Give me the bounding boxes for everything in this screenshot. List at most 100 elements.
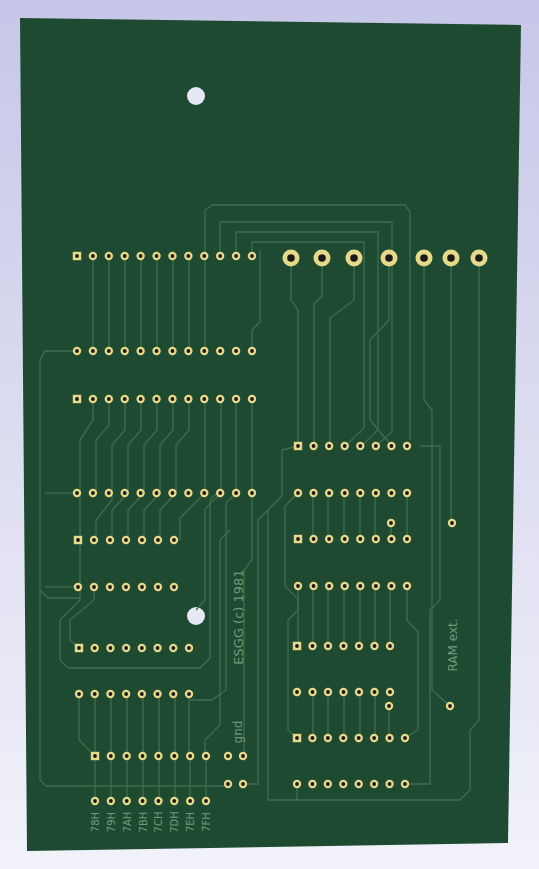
drill-hole — [358, 537, 362, 541]
solder-pad — [346, 250, 363, 267]
solder-pad — [372, 442, 380, 450]
mounting-hole — [187, 87, 205, 105]
solder-pad — [200, 252, 208, 260]
solder-pad — [202, 752, 210, 760]
solder-pad — [121, 347, 129, 355]
solder-pad — [168, 252, 176, 260]
solder-pad — [387, 442, 395, 450]
drill-hole — [387, 704, 391, 708]
drill-hole — [93, 692, 97, 696]
drill-hole — [388, 782, 392, 786]
solder-pad — [387, 535, 395, 543]
solder-pad — [403, 442, 411, 450]
solder-pad — [153, 644, 161, 652]
solder-pad — [309, 535, 317, 543]
solder-pad — [248, 252, 256, 260]
solder-pad — [356, 582, 364, 590]
solder-pad — [136, 347, 144, 355]
drill-hole — [218, 397, 222, 401]
drill-hole — [403, 736, 407, 740]
solder-pad — [106, 690, 114, 698]
drill-hole — [403, 782, 407, 786]
solder-pad — [370, 734, 378, 742]
drill-hole — [155, 491, 159, 495]
drill-hole — [234, 397, 238, 401]
solder-pad — [324, 734, 332, 742]
solder-pad — [401, 734, 409, 742]
drill-hole — [93, 754, 97, 758]
drill-hole — [343, 491, 347, 495]
solder-pad — [372, 582, 380, 590]
solder-pad — [387, 489, 395, 497]
drill-hole — [241, 782, 245, 786]
solder-pad — [381, 250, 398, 267]
solder-pad — [107, 797, 115, 805]
solder-pad — [309, 582, 317, 590]
solder-pad — [184, 252, 192, 260]
solder-pad — [339, 734, 347, 742]
solder-pad — [232, 395, 240, 403]
solder-pad — [248, 489, 256, 497]
drill-hole — [139, 397, 143, 401]
drill-hole — [296, 491, 300, 495]
solder-pad — [170, 752, 178, 760]
solder-pad — [168, 347, 176, 355]
solder-pad — [308, 734, 316, 742]
solder-pad — [387, 582, 395, 590]
drill-hole — [326, 644, 330, 648]
drill-hole — [326, 782, 330, 786]
drill-hole — [312, 491, 316, 495]
drill-hole — [155, 349, 159, 353]
solder-pad — [105, 395, 113, 403]
drill-hole — [123, 491, 127, 495]
solder-pad — [105, 252, 113, 260]
drill-hole — [342, 690, 346, 694]
solder-pad — [202, 797, 210, 805]
solder-pad — [293, 642, 301, 650]
drill-hole — [109, 692, 113, 696]
drill-hole — [405, 537, 409, 541]
drill-hole — [139, 254, 143, 258]
solder-pad — [123, 797, 131, 805]
solder-pad — [341, 535, 349, 543]
drill-hole — [124, 692, 128, 696]
solder-pad — [105, 489, 113, 497]
drill-hole — [109, 646, 113, 650]
drill-hole — [108, 585, 112, 589]
drill-hole — [405, 584, 409, 588]
drill-hole — [358, 444, 362, 448]
drill-hole — [91, 349, 95, 353]
solder-pad — [308, 642, 316, 650]
drill-hole — [124, 585, 128, 589]
solder-pad — [385, 702, 393, 710]
drill-hole — [357, 644, 361, 648]
drill-hole — [204, 754, 208, 758]
drill-hole — [92, 585, 96, 589]
solder-pad — [370, 642, 378, 650]
drill-hole — [123, 349, 127, 353]
drill-hole — [296, 444, 300, 448]
drill-hole — [312, 537, 316, 541]
drill-hole — [156, 646, 160, 650]
solder-pad — [309, 489, 317, 497]
solder-pad — [184, 347, 192, 355]
drill-hole — [327, 444, 331, 448]
solder-pad — [339, 780, 347, 788]
drill-hole — [125, 799, 129, 803]
solder-pad — [403, 535, 411, 543]
drill-hole — [341, 736, 345, 740]
solder-pad — [121, 252, 129, 260]
drill-hole — [171, 692, 175, 696]
drill-hole — [372, 782, 376, 786]
address-label: 78H — [90, 812, 101, 832]
traces — [40, 205, 479, 801]
solder-pad — [138, 797, 146, 805]
drill-hole — [388, 690, 392, 694]
solder-pad — [324, 642, 332, 650]
solder-pads — [73, 250, 488, 806]
solder-pad — [123, 752, 131, 760]
drill-hole — [218, 349, 222, 353]
drill-hole — [327, 584, 331, 588]
drill-hole — [357, 782, 361, 786]
